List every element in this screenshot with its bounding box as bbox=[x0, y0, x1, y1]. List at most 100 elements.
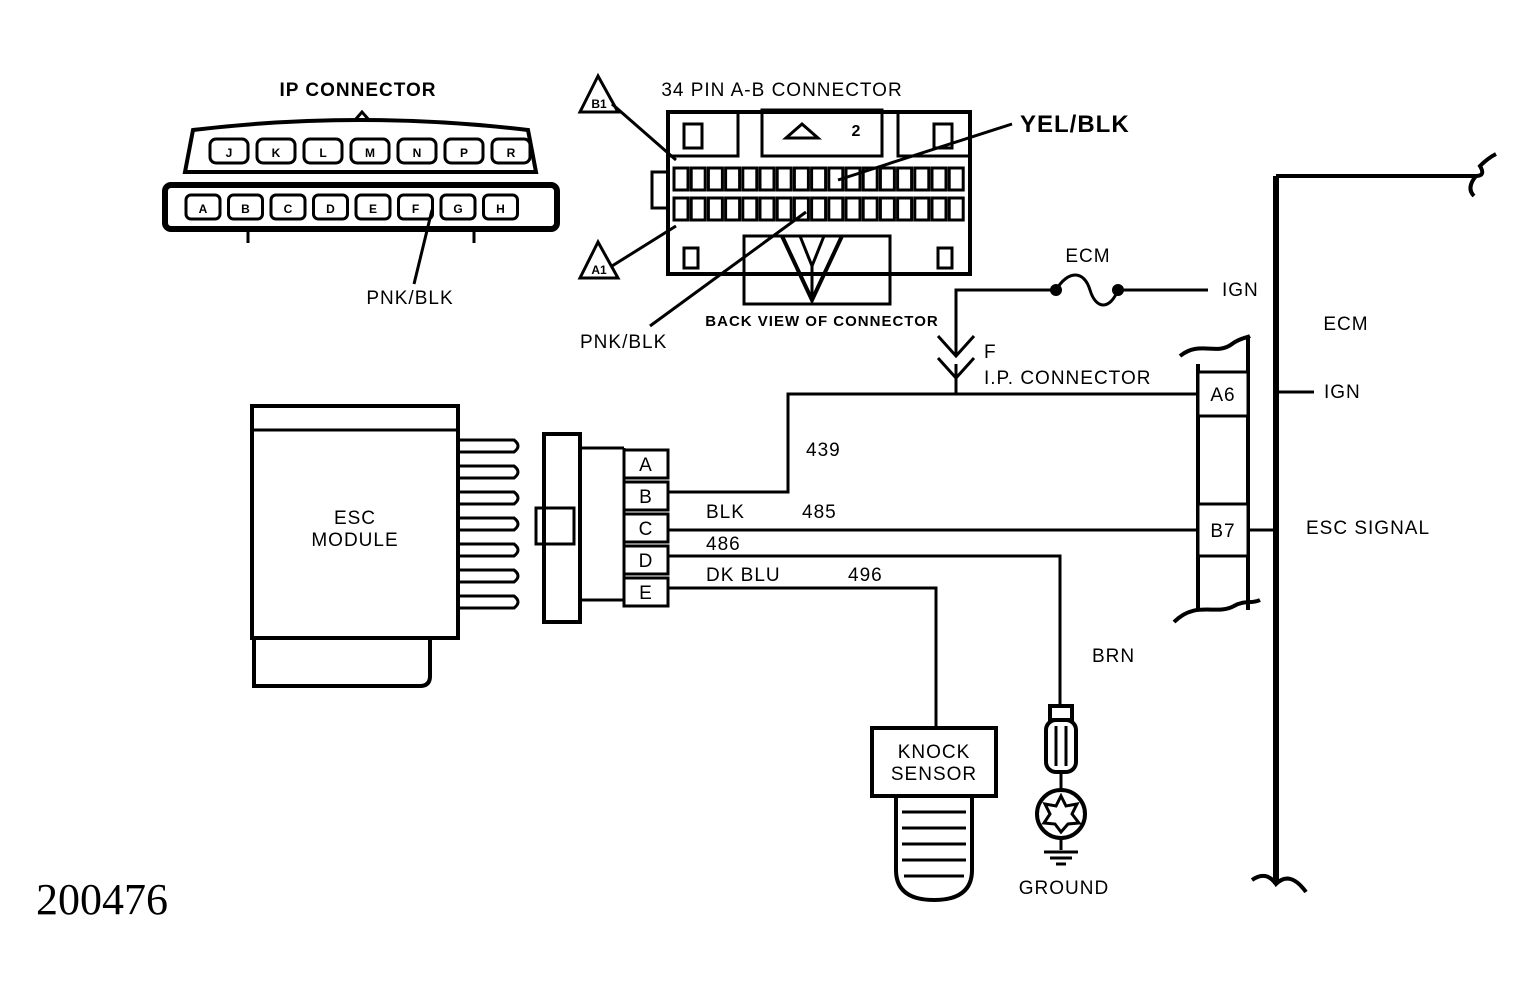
ab-connector-cavities bbox=[672, 166, 965, 222]
ab-cavity bbox=[861, 166, 879, 192]
ab-cavity bbox=[672, 166, 690, 192]
wire-439-label: 439 bbox=[806, 440, 841, 461]
knock-sensor-label-2: SENSOR bbox=[891, 764, 977, 785]
ecm-connector: A6 B7 bbox=[1172, 334, 1276, 624]
ip-pin-l bbox=[302, 137, 344, 165]
esc-pin-label: C bbox=[639, 519, 654, 540]
a1-marker-label: A1 bbox=[591, 263, 607, 277]
wire-486 bbox=[668, 554, 1062, 706]
ab-cavity bbox=[878, 196, 896, 222]
ab-cavity bbox=[706, 196, 724, 222]
ip-pin-label: E bbox=[369, 202, 377, 216]
ab-cavity bbox=[689, 196, 707, 222]
ip-pin-h bbox=[482, 193, 519, 221]
yel-blk-label: YEL/BLK bbox=[1020, 111, 1130, 138]
wire-496-color: DK BLU bbox=[706, 565, 781, 586]
ab-cavity bbox=[947, 196, 965, 222]
ab-cavity bbox=[758, 196, 776, 222]
knock-sensor: KNOCK SENSOR bbox=[870, 726, 998, 903]
knock-sensor-label-1: KNOCK bbox=[898, 742, 971, 763]
wire-brn-label: BRN bbox=[1092, 646, 1135, 667]
ab-cavity bbox=[844, 196, 862, 222]
ab-cavity bbox=[947, 166, 965, 192]
esc-pin-d bbox=[622, 544, 670, 576]
ab-cavity bbox=[775, 196, 793, 222]
ip-pin-d bbox=[312, 193, 349, 221]
ip-pin-label: A bbox=[199, 202, 208, 216]
ab-cavity bbox=[930, 166, 948, 192]
esc-pin-label: D bbox=[639, 551, 654, 572]
ab-connector-title: 34 PIN A-B CONNECTOR bbox=[661, 80, 902, 101]
ip-pin-label: K bbox=[272, 146, 281, 160]
esc-fin bbox=[458, 464, 520, 480]
wire-486-label: 486 bbox=[706, 534, 741, 555]
latch-arrow-icon bbox=[782, 122, 822, 140]
ip-pin-label: J bbox=[226, 146, 233, 160]
ip-pin-k bbox=[255, 137, 297, 165]
ip-pin-f-female-icon bbox=[936, 334, 976, 359]
esc-fin bbox=[458, 568, 520, 584]
ecm-bus-title: ECM bbox=[1323, 314, 1368, 335]
ab-cavity bbox=[758, 166, 776, 192]
esc-pin-b bbox=[622, 480, 670, 512]
esc-pin-label: A bbox=[639, 455, 653, 476]
ip-pin-label: C bbox=[284, 202, 293, 216]
ecm-pin-b7: B7 bbox=[1210, 521, 1235, 542]
fuse-ign-label: IGN bbox=[1222, 280, 1259, 301]
esc-pin-label: B bbox=[639, 487, 653, 508]
esc-pin-e bbox=[622, 576, 670, 608]
ip-pin-e bbox=[354, 193, 392, 221]
ip-pnk-blk-label: PNK/BLK bbox=[366, 288, 453, 309]
ab-cavity bbox=[913, 166, 931, 192]
ip-pin-r bbox=[490, 137, 532, 165]
wire-485-color: BLK bbox=[706, 502, 745, 523]
ground-label: GROUND bbox=[1019, 878, 1109, 899]
ab-cavity bbox=[930, 196, 948, 222]
b1-marker-label: B1 bbox=[591, 97, 607, 111]
b1-marker-icon bbox=[577, 72, 621, 114]
ip-pin-label: N bbox=[413, 146, 422, 160]
ip-pin-n bbox=[396, 137, 438, 165]
ip-connector-title: IP CONNECTOR bbox=[280, 80, 437, 101]
wire-439 bbox=[668, 392, 1198, 494]
esc-module-label-1: ESC bbox=[334, 508, 376, 529]
ab-cavity bbox=[810, 196, 828, 222]
esc-fin bbox=[458, 594, 520, 610]
ab-connector: 34 PIN A-B CONNECTOR B1 A1 2 YEL/BLK PNK… bbox=[577, 72, 1130, 353]
ip-pin-j bbox=[208, 137, 250, 165]
ab-cavity bbox=[792, 166, 810, 192]
ip-pin-c bbox=[269, 193, 307, 221]
ip-pin-label: P bbox=[460, 146, 468, 160]
ip-pin-label: B bbox=[241, 202, 250, 216]
esc-fin bbox=[458, 438, 520, 454]
ip-pin-label: L bbox=[319, 146, 326, 160]
ground-terminal: GROUND bbox=[1019, 704, 1109, 899]
ecm-bus: ECM IGN ESC SIGNAL bbox=[1250, 152, 1497, 894]
ip-pin-label: F bbox=[412, 202, 419, 216]
esc-fin bbox=[458, 516, 520, 532]
ab-cavity bbox=[896, 196, 914, 222]
ab-cavity bbox=[741, 196, 759, 222]
wire-496 bbox=[668, 586, 938, 728]
ip-pin-m bbox=[349, 137, 391, 165]
a1-marker-icon bbox=[577, 238, 621, 280]
ab-cavity bbox=[706, 166, 724, 192]
ip-pin-label: D bbox=[326, 202, 335, 216]
ab-cavity bbox=[775, 166, 793, 192]
ip-pin-a bbox=[184, 193, 222, 221]
ab-cavity bbox=[724, 196, 742, 222]
ab-pnk-blk-label: PNK/BLK bbox=[580, 332, 667, 353]
ab-cavity bbox=[741, 166, 759, 192]
ab-cavity bbox=[689, 166, 707, 192]
ip-pin-label: R bbox=[507, 146, 516, 160]
ecm-fuse-label: ECM bbox=[1065, 246, 1110, 267]
latch-glyph: 2 bbox=[852, 123, 861, 140]
ecm-fuse-circuit: ECM IGN F I.P. CONNECTOR bbox=[936, 246, 1259, 394]
ab-cavity bbox=[724, 166, 742, 192]
ecm-pin-a6: A6 bbox=[1210, 385, 1235, 406]
